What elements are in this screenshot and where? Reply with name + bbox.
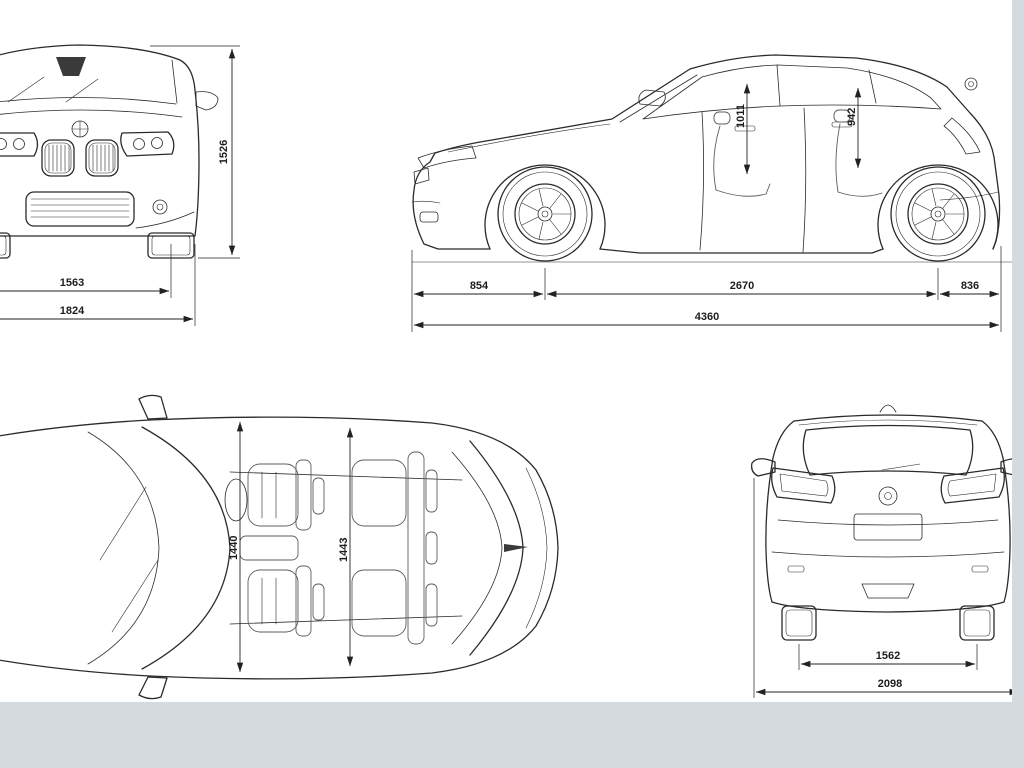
rear-fin-antenna <box>879 404 897 413</box>
b-pillar <box>776 64 781 107</box>
front-wheel-spokes <box>521 188 572 240</box>
cowl-line <box>87 431 160 665</box>
side-mirror-right <box>195 91 219 111</box>
taillight-right <box>940 467 1005 504</box>
top-mirror-upper <box>138 394 168 420</box>
dim-label-body-width: 1824 <box>60 305 85 317</box>
headlight-right <box>120 131 175 157</box>
front-bumper-detail <box>411 200 441 204</box>
front-bumper-crease <box>135 211 195 229</box>
front-wiper-left <box>7 76 45 103</box>
kidney-grille-left-slats <box>48 144 70 172</box>
license-plate-recess <box>853 513 923 541</box>
side-body-outline <box>412 54 1001 245</box>
side-glass-outline <box>642 64 942 120</box>
brand-roundel-cross <box>71 120 89 138</box>
dim-label-overall-height: 1526 <box>218 140 230 164</box>
dim-label-rear-interior-width: 1443 <box>338 538 350 562</box>
hatch-seam <box>777 519 999 526</box>
rear-lower-bumper <box>992 240 997 250</box>
steering-wheel <box>224 478 248 522</box>
rear-door-line <box>802 107 807 253</box>
top-body-outline <box>0 416 559 680</box>
hood-crease <box>447 123 611 153</box>
fog-light-right <box>152 199 168 215</box>
front-wheel-arch <box>484 164 606 250</box>
dim-label-overall-width: 2098 <box>878 678 902 690</box>
top-mirror-lower <box>138 676 168 700</box>
dim-label-front-interior-width: 1440 <box>228 536 240 560</box>
dim-label-rear-overhang: 836 <box>961 280 979 292</box>
rear-roundel-icon <box>964 77 978 91</box>
front-a-pillar <box>171 59 178 104</box>
kidney-grille-right-slats <box>92 144 114 172</box>
side-mirror <box>638 89 666 107</box>
c-pillar <box>868 69 877 104</box>
shark-fin-antenna-icon <box>504 544 528 552</box>
rear-wiper <box>881 463 921 471</box>
side-headlight <box>417 145 477 169</box>
taillight-left <box>771 467 836 504</box>
rear-wheel <box>890 166 986 262</box>
diffuser <box>861 583 915 599</box>
rear-body-right <box>981 420 1011 603</box>
kidney-grille-right <box>85 139 119 177</box>
roof-side-line-top <box>229 471 463 481</box>
right-gutter-panel <box>1012 0 1024 768</box>
front-fog-slot <box>419 211 439 223</box>
bumper-top-line <box>771 551 1005 558</box>
top-wiper-2 <box>111 559 159 633</box>
dim-label-front-overhang: 854 <box>470 280 489 292</box>
dim-label-rear-track: 1562 <box>876 650 900 662</box>
front-wheel <box>497 166 593 262</box>
top-view: 1440 1443 <box>0 394 559 700</box>
windshield-top-line <box>141 426 231 670</box>
side-grille <box>413 167 430 185</box>
dim-label-front-interior-height: 1011 <box>735 104 747 128</box>
dim-label-track-width: 1563 <box>60 277 84 289</box>
rear-mirror-left <box>750 458 776 477</box>
dim-label-overall-length: 4360 <box>695 311 719 323</box>
front-hood-line <box>0 109 183 118</box>
headlight-left <box>0 132 39 157</box>
kidney-grille-left <box>41 139 75 177</box>
side-taillight <box>943 117 981 155</box>
front-tire-left <box>0 232 11 259</box>
dim-label-rear-interior-height: 942 <box>846 108 858 126</box>
bottom-gutter-panel <box>0 702 1024 768</box>
side-seats <box>713 109 883 197</box>
roof-rear-edge <box>451 451 503 645</box>
front-lower-bumper <box>423 243 491 250</box>
rear-wheel-spokes <box>914 188 965 240</box>
rear-body-bottom <box>771 601 1005 613</box>
rear-spoiler-line <box>798 419 978 426</box>
rear-bumper-crease <box>939 191 999 201</box>
rear-view: 1562 2098 <box>750 404 1024 698</box>
rear-roundel-icon <box>878 486 898 506</box>
top-wiper-1 <box>99 486 147 561</box>
front-windshield-base <box>0 97 177 105</box>
roof-side-line-bottom <box>229 615 463 625</box>
rocker-sill <box>599 248 884 254</box>
front-wiper-right <box>65 78 99 103</box>
front-door-line <box>699 111 704 251</box>
front-view: 1526 1563 1824 <box>0 44 240 326</box>
hatch-line <box>525 467 548 629</box>
rear-body-left <box>765 420 795 603</box>
lower-intake <box>25 191 135 227</box>
dim-label-wheelbase: 2670 <box>730 280 754 292</box>
front-body-outline <box>0 44 200 237</box>
windshield-inner <box>619 74 698 123</box>
mirror-housing-icon <box>56 57 86 76</box>
reflector-right <box>971 565 989 573</box>
rear-window <box>802 424 974 476</box>
rear-tire-left <box>781 605 817 641</box>
reflector-left <box>787 565 805 573</box>
side-view: 1011 942 854 2670 836 4360 <box>411 54 1013 332</box>
rear-wheel-arch <box>877 164 999 250</box>
rear-roof-line <box>793 414 983 422</box>
rear-tire-right <box>959 605 995 641</box>
lower-intake-slats <box>30 198 130 218</box>
